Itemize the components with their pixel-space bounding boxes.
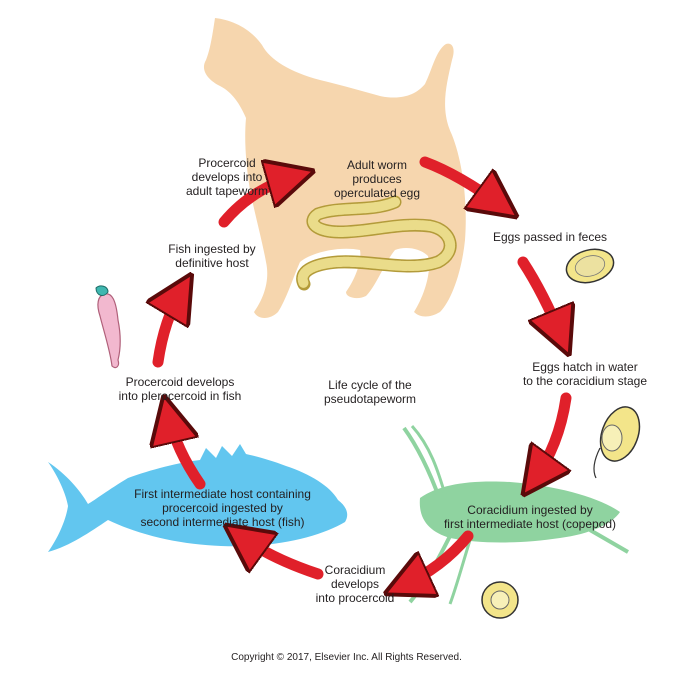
arrow-fish-to-plerocercoid [168, 414, 206, 490]
operculated-egg-icon [565, 248, 615, 284]
plerocercoid-larva-icon [95, 285, 121, 369]
embryonated-egg-icon [593, 406, 641, 479]
arrow-adult-to-feces [419, 156, 502, 206]
adult-tapeworm-drawing [296, 195, 457, 291]
dog-silhouette [203, 18, 466, 318]
arrow-feces-to-hatch [517, 256, 562, 338]
copyright: Copyright © 2017, Elsevier Inc. All Righ… [231, 652, 462, 663]
arrow-plerocercoid-to-fish-ingested [158, 290, 182, 368]
arrow-hatch-to-copepod [534, 392, 572, 480]
arrow-copepod-to-procercoid [402, 530, 474, 586]
label-eggs-feces: Eggs passed in feces [492, 230, 608, 244]
cycle-arrows [158, 156, 572, 586]
coracidium-icon [481, 581, 519, 619]
arrow-ingested-to-adult [218, 176, 296, 228]
arrow-procercoid-to-fish [240, 536, 324, 580]
